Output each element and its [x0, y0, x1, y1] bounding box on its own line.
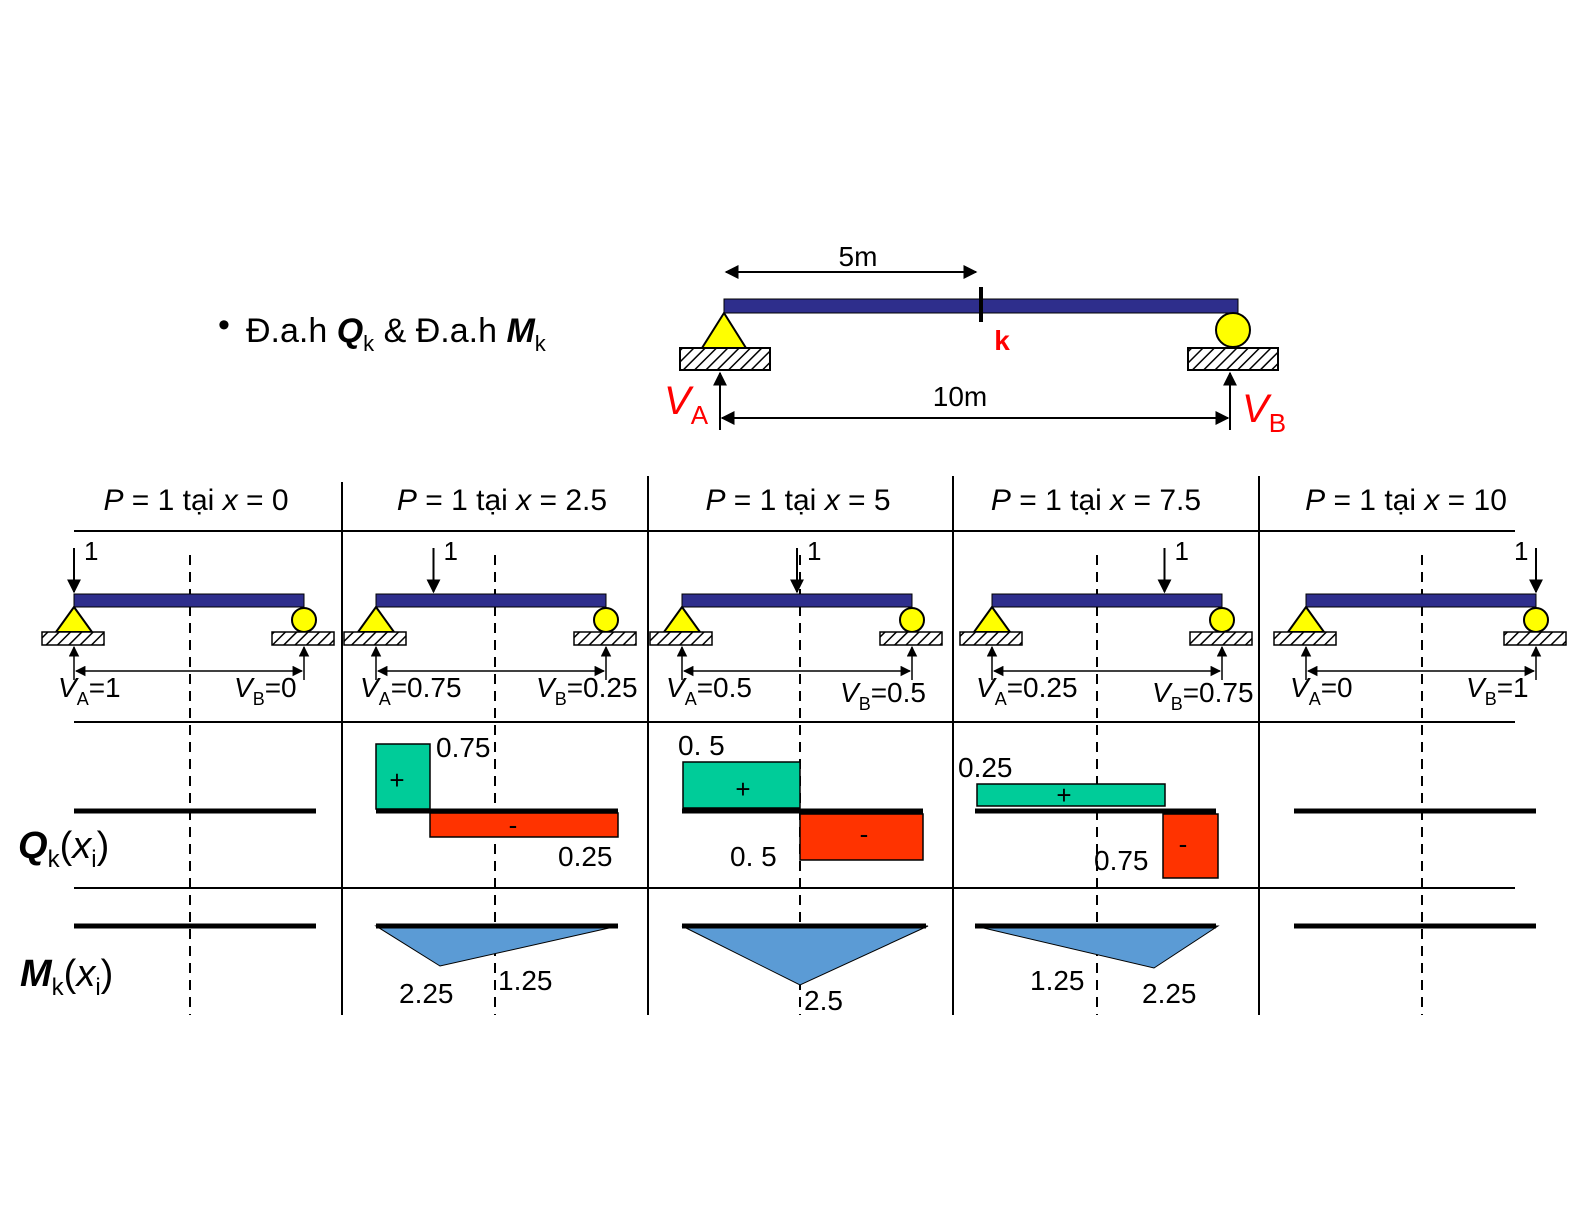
ground: [1190, 632, 1252, 645]
case-header: P = 1 tại x = 0: [103, 484, 288, 517]
shear-q-symbol: Q: [18, 825, 48, 867]
unit-load-label: 1: [444, 536, 458, 566]
case-beam: [992, 594, 1222, 607]
roller-support-b: [1216, 313, 1250, 347]
pin-support-a: [702, 313, 746, 348]
roller-support: [594, 608, 618, 632]
shear-negative-area: [430, 813, 618, 837]
shear-negative-value: 0. 5: [730, 841, 777, 872]
title-bullet: •: [218, 306, 230, 344]
roller-support: [292, 608, 316, 632]
plus-sign: +: [389, 765, 404, 795]
shear-row-label: Qk(xi): [18, 825, 109, 873]
reaction-b-value: VB=0.5: [840, 677, 926, 714]
ground: [344, 632, 406, 645]
moment-m-symbol: M: [20, 953, 53, 995]
title-connector: & Đ.a.h: [374, 312, 506, 350]
case-beam: [74, 594, 304, 607]
shear-positive-value: 0.75: [436, 732, 491, 763]
reaction-a-value: VA=1: [58, 672, 121, 709]
ground-b: [1188, 348, 1278, 370]
section-k-label: k: [994, 325, 1010, 356]
title-m-sub: k: [535, 331, 547, 356]
moment-value-peak: 2.5: [804, 985, 843, 1016]
case-beam: [376, 594, 606, 607]
unit-load-label: 1: [84, 536, 98, 566]
reaction-b-value: VB=0: [234, 672, 297, 709]
case-beam: [1306, 594, 1536, 607]
ground-a: [680, 348, 770, 370]
unit-load-label: 1: [1514, 536, 1528, 566]
roller-support: [1210, 608, 1234, 632]
reaction-vb-label: VB: [1242, 387, 1286, 438]
dim-label-5m: 5m: [839, 241, 878, 272]
title-m-symbol: M: [506, 312, 535, 350]
ground: [574, 632, 636, 645]
reaction-a-value: VA=0.75: [360, 672, 462, 709]
roller-support: [900, 608, 924, 632]
reaction-a-value: VA=0.5: [666, 672, 752, 709]
dim-label-10m: 10m: [933, 381, 987, 412]
ground: [650, 632, 712, 645]
pin-support: [56, 607, 92, 632]
case-header: P = 1 tại x = 10: [1305, 484, 1507, 517]
shear-positive-value: 0. 5: [678, 730, 725, 761]
ground: [42, 632, 104, 645]
moment-row-label: Mk(xi): [20, 953, 113, 1001]
case-beam: [682, 594, 912, 607]
moment-area: [376, 926, 618, 966]
moment-value-peak: 2.25: [1142, 978, 1197, 1009]
reaction-a-value: VA=0: [1290, 672, 1353, 709]
pin-support: [1288, 607, 1324, 632]
ground: [272, 632, 334, 645]
ground: [1274, 632, 1336, 645]
main-beam-diagram: 5m k 10m VA VB: [664, 241, 1286, 438]
minus-sign: -: [1179, 829, 1188, 859]
shear-negative-value: 0.75: [1094, 845, 1149, 876]
vb-sub: B: [1269, 408, 1286, 438]
case-header: P = 1 tại x = 7.5: [991, 484, 1201, 517]
reaction-b-value: VB=0.75: [1152, 677, 1254, 714]
plus-sign: +: [735, 774, 750, 804]
reaction-b-value: VB=1: [1466, 672, 1529, 709]
moment-value-section: 1.25: [498, 965, 553, 996]
moment-value-peak: 2.25: [399, 978, 454, 1009]
moment-value-section: 1.25: [1030, 965, 1085, 996]
moment-area: [975, 926, 1218, 968]
minus-sign: -: [509, 810, 518, 840]
title-q-symbol: Q: [337, 312, 363, 350]
unit-load-label: 1: [1175, 536, 1189, 566]
reaction-b-value: VB=0.25: [536, 672, 638, 709]
ground: [960, 632, 1022, 645]
minus-sign: -: [860, 819, 869, 849]
ground: [1504, 632, 1566, 645]
shear-negative-area: [1163, 814, 1218, 878]
title-prefix: Đ.a.h: [246, 312, 337, 350]
unit-load-label: 1: [807, 536, 821, 566]
moment-area: [682, 926, 928, 985]
pin-support: [974, 607, 1010, 632]
case-header: P = 1 tại x = 5: [705, 484, 890, 517]
pin-support: [358, 607, 394, 632]
ground: [880, 632, 942, 645]
case-header: P = 1 tại x = 2.5: [397, 484, 607, 517]
va-symbol: V: [664, 379, 694, 423]
va-sub: A: [691, 400, 709, 430]
shear-positive-value: 0.25: [958, 752, 1013, 783]
shear-negative-value: 0.25: [558, 841, 613, 872]
vb-symbol: V: [1242, 387, 1272, 431]
pin-support: [664, 607, 700, 632]
reaction-va-label: VA: [664, 379, 709, 430]
plus-sign: +: [1056, 780, 1071, 810]
page-title: Đ.a.h Qk & Đ.a.h Mk: [246, 312, 547, 356]
roller-support: [1524, 608, 1548, 632]
reaction-a-value: VA=0.25: [976, 672, 1078, 709]
